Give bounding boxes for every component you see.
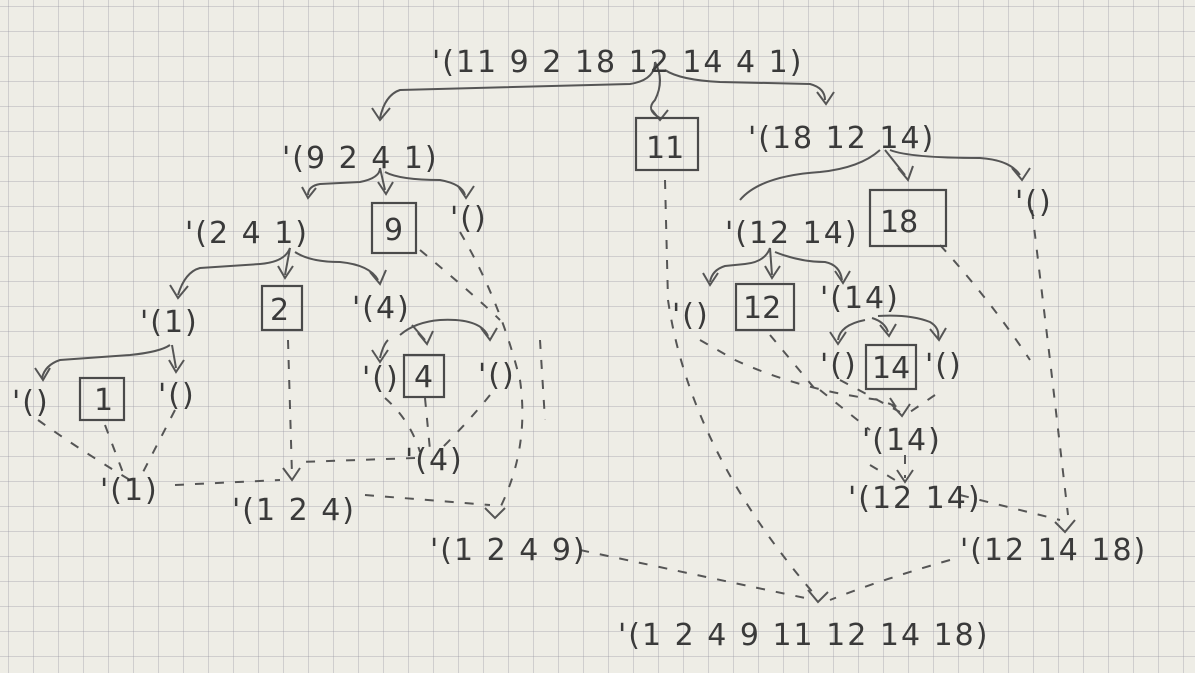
empty-list: '() [820, 348, 858, 383]
list-14: '(14) [820, 281, 900, 316]
pivot-2: 2 [270, 293, 289, 328]
labels: '(11 9 2 18 12 14 4 1) '(9 2 4 1) 11 '(1… [12, 45, 1147, 653]
pivot-9: 9 [384, 213, 403, 248]
root-list: '(11 9 2 18 12 14 4 1) [432, 45, 803, 80]
pivot-14: 14 [872, 351, 910, 386]
list-2-4-1: '(2 4 1) [185, 216, 309, 251]
final-sorted-list: '(1 2 4 9 11 12 14 18) [618, 618, 989, 653]
pivot-12: 12 [743, 291, 781, 326]
result-12-14-18: '(12 14 18) [960, 533, 1147, 568]
pivot-11: 11 [646, 131, 684, 166]
list-1: '(1) [140, 305, 199, 340]
empty-list: '() [362, 361, 400, 396]
right-list: '(18 12 14) [748, 121, 935, 156]
split-arrows [34, 61, 1031, 382]
pivot-18: 18 [880, 205, 918, 240]
result-4: '(4) [405, 443, 464, 478]
result-1-2-4-9: '(1 2 4 9) [430, 533, 587, 568]
empty-list: '() [478, 358, 516, 393]
pivot-1: 1 [94, 383, 113, 418]
list-12-14: '(12 14) [725, 216, 859, 251]
empty-list: '() [12, 385, 50, 420]
left-list: '(9 2 4 1) [282, 141, 439, 176]
pivot-4: 4 [414, 360, 433, 395]
pivot-boxes [78, 116, 948, 422]
empty-list: '() [450, 201, 488, 236]
result-14: '(14) [862, 423, 942, 458]
result-1-2-4: '(1 2 4) [232, 493, 356, 528]
merge-arrows [37, 179, 1076, 604]
result-1: '(1) [100, 473, 159, 508]
empty-list: '() [1015, 185, 1053, 220]
empty-list: '() [672, 298, 710, 333]
list-4: '(4) [352, 291, 411, 326]
empty-list: '() [925, 348, 963, 383]
empty-list: '() [158, 378, 196, 413]
result-12-14: '(12 14) [848, 481, 982, 516]
